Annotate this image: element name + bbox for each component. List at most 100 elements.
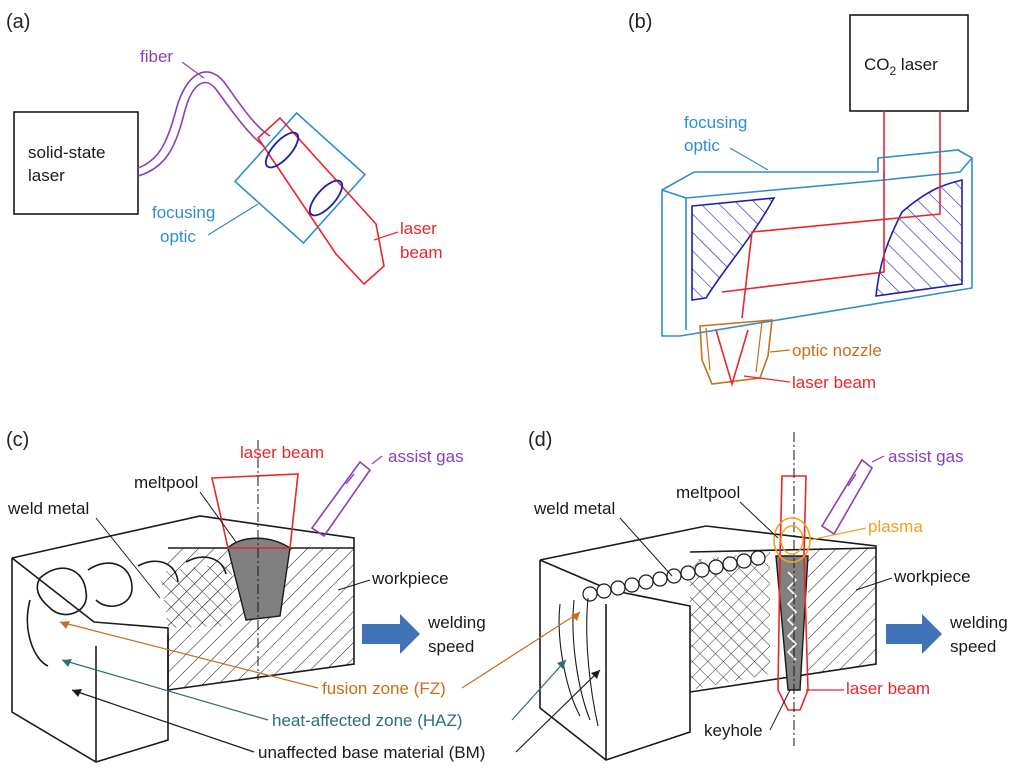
focusing-optic-a bbox=[233, 111, 367, 245]
assist-gas-d-label: assist gas bbox=[888, 447, 964, 466]
weld-d-crosshatch bbox=[690, 552, 770, 690]
optic-housing bbox=[661, 149, 973, 337]
laser-beam-d-label: laser beam bbox=[846, 679, 930, 698]
welding-speed-d-arrow bbox=[886, 614, 942, 654]
panel-d-label: (d) bbox=[528, 429, 552, 451]
plasma-label: plasma bbox=[868, 517, 923, 536]
weld-bead bbox=[652, 571, 668, 587]
weld-metal-c-label: weld metal bbox=[7, 499, 89, 518]
laser-beam-b-leader bbox=[743, 375, 791, 383]
laser-beam-a-line1: laser bbox=[400, 219, 437, 238]
focusing-optic-frame bbox=[233, 111, 367, 245]
weld-bead bbox=[736, 553, 752, 569]
focusing-optic-b-line2: optic bbox=[684, 136, 720, 155]
meltpool-shape bbox=[227, 537, 291, 621]
optic-housing-edge bbox=[661, 189, 687, 330]
solid-state-laser-line1: solid-state bbox=[28, 143, 105, 162]
welding-speed-c-line1: welding bbox=[427, 613, 486, 632]
top-front-edge-d bbox=[689, 547, 877, 553]
assist-gas-d-nozzle bbox=[820, 458, 874, 536]
meltpool-d-label: meltpool bbox=[676, 483, 740, 502]
laser-beam-d bbox=[777, 475, 809, 711]
focusing-optic-b-line1: focusing bbox=[684, 113, 747, 132]
weld-bead bbox=[610, 580, 626, 596]
weld-bead bbox=[666, 568, 682, 584]
optic-nozzle-label: optic nozzle bbox=[792, 341, 882, 360]
lens-icon bbox=[308, 179, 344, 217]
panel-b-label: (b) bbox=[628, 11, 652, 33]
bm-arrowhead-c bbox=[72, 689, 82, 697]
weld-bead bbox=[596, 583, 612, 599]
bm-leader-d bbox=[515, 669, 601, 753]
fiber-line-inner bbox=[137, 81, 265, 177]
optic-housing-top-edge bbox=[685, 172, 885, 199]
meltpool-c-label: meltpool bbox=[134, 473, 198, 492]
weld-beads bbox=[582, 550, 766, 602]
base-material-label: unaffected base material (BM) bbox=[258, 743, 485, 762]
laser-beam-a-leader bbox=[373, 231, 399, 241]
fz-leader-c bbox=[59, 621, 319, 689]
lens-icon bbox=[264, 131, 300, 169]
welding-speed-d-line1: welding bbox=[949, 613, 1008, 632]
weld-bead bbox=[680, 565, 696, 581]
haz-arrowhead-c bbox=[62, 659, 72, 667]
weld-bead bbox=[708, 559, 724, 575]
assist-gas-c-label: assist gas bbox=[388, 447, 464, 466]
weld-bead bbox=[582, 586, 598, 602]
weld-ripple bbox=[137, 560, 179, 583]
panel-b: (b) CO2 laser focusing optic optic nozzl… bbox=[628, 11, 973, 392]
fz-arrowhead-d bbox=[571, 612, 580, 621]
workpiece-d-label: workpiece bbox=[893, 567, 971, 586]
haz-label: heat-affected zone (HAZ) bbox=[272, 711, 463, 730]
workpiece-cutaway bbox=[11, 557, 169, 763]
weld-metal-d-leader bbox=[619, 517, 673, 577]
welding-speed-c-line2: speed bbox=[428, 637, 474, 656]
weld-bead bbox=[638, 574, 654, 590]
fusion-boundary bbox=[26, 599, 49, 667]
panel-a-label: (a) bbox=[6, 11, 30, 33]
assist-gas-leader bbox=[371, 455, 383, 465]
panel-a: (a) solid-state laser fiber focusing opt… bbox=[6, 11, 443, 286]
mirror-right bbox=[875, 178, 963, 297]
laser-beam-b-focus bbox=[715, 329, 749, 387]
beam-path-upper bbox=[741, 160, 941, 319]
meltpool-d-leader bbox=[739, 501, 779, 539]
weld-bead bbox=[722, 556, 738, 572]
haz-arrowhead-d bbox=[557, 660, 566, 669]
meltpool-c-leader bbox=[199, 491, 237, 543]
haz-leader-c bbox=[61, 659, 269, 721]
workpiece-d-hatch bbox=[808, 548, 876, 676]
mirror-left bbox=[691, 197, 776, 301]
fusion-zone-label: fusion zone (FZ) bbox=[322, 679, 446, 698]
focusing-optic-b-leader bbox=[729, 147, 769, 171]
workpiece-d-leader bbox=[855, 577, 893, 591]
keyhole-leader bbox=[769, 689, 791, 731]
weld-ripple bbox=[185, 556, 227, 575]
beam-path-lower bbox=[721, 160, 885, 293]
fiber-leader bbox=[181, 61, 205, 79]
welding-speed-d-line2: speed bbox=[950, 637, 996, 656]
laser-beam-b-label: laser beam bbox=[792, 373, 876, 392]
panel-c: (c) laser beam assist gas meltpool weld … bbox=[6, 429, 486, 763]
assist-gas-arrow bbox=[345, 473, 355, 485]
weld-metal-c-leader bbox=[95, 517, 161, 599]
focusing-optic-a-line1: focusing bbox=[152, 203, 215, 222]
co2-laser-label: CO2 laser bbox=[864, 55, 938, 78]
panel-c-label: (c) bbox=[6, 429, 29, 451]
weld-bead bbox=[624, 577, 640, 593]
assist-gas-d-leader bbox=[871, 455, 885, 463]
welding-speed-c-arrow bbox=[362, 614, 420, 654]
optic-housing-top-edge-2 bbox=[883, 157, 973, 181]
weld-bead bbox=[750, 550, 766, 566]
workpiece-d-outline bbox=[539, 525, 877, 693]
assist-gas-d-arrow bbox=[847, 473, 857, 487]
fz-leader-d bbox=[461, 611, 581, 689]
laser-beam-a-line2: beam bbox=[400, 243, 443, 262]
solid-state-laser-line2: laser bbox=[28, 166, 65, 185]
zone-labels: fusion zone (FZ) heat-affected zone (HAZ… bbox=[59, 611, 601, 762]
workpiece-c-label: workpiece bbox=[371, 569, 449, 588]
weld-ripple bbox=[36, 567, 88, 616]
bm-arrowhead-d bbox=[591, 670, 600, 679]
bm-leader-c bbox=[71, 689, 255, 753]
